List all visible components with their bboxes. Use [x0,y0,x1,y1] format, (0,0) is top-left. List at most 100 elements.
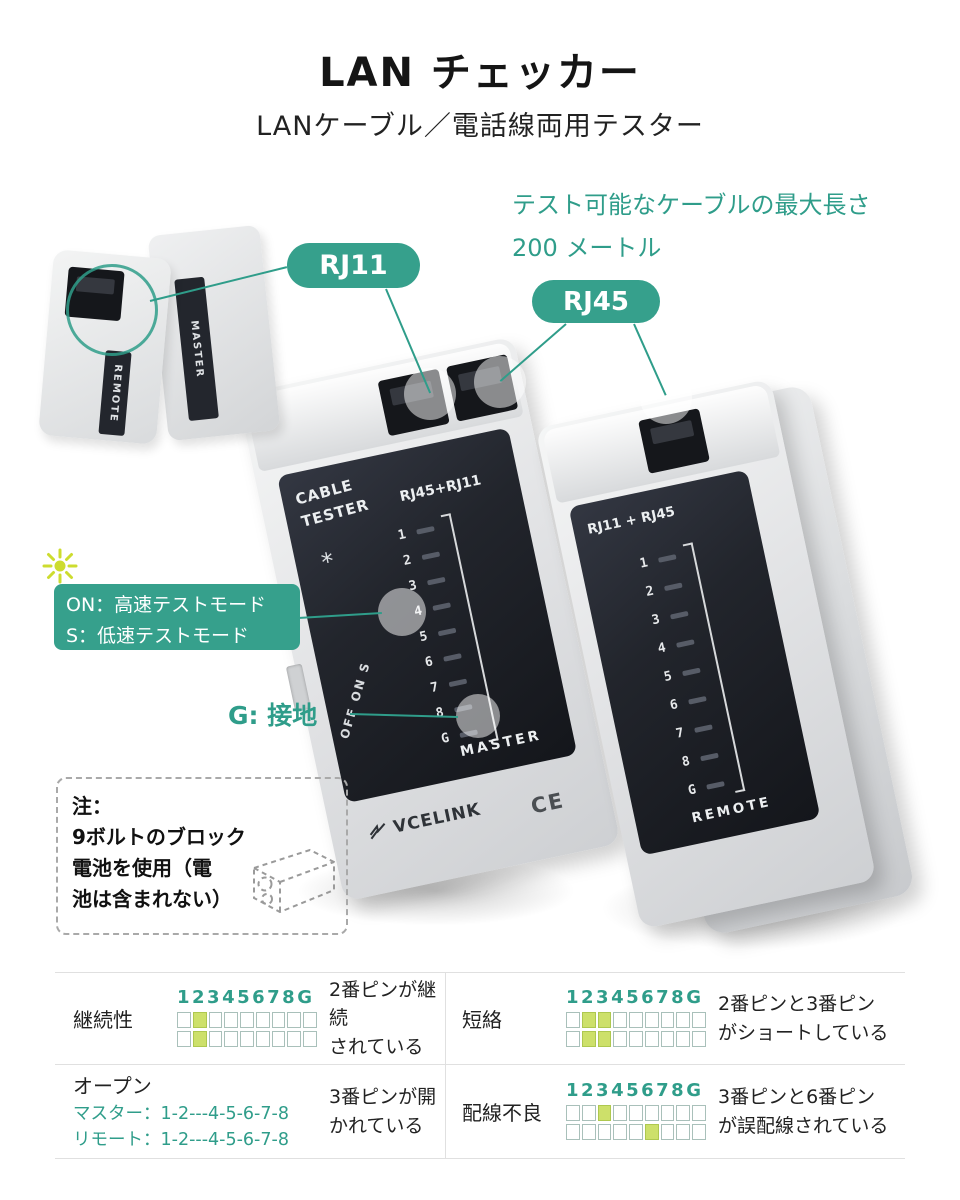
led-box-off [613,1105,628,1121]
pin-number: 6 [668,697,680,714]
panel-star-icon: * [319,546,337,577]
short-desc: 2番ピンと3番ピン がショートしている [718,990,888,1047]
led-box-off [271,1031,286,1047]
led-box-off [676,1012,691,1028]
rj11-badge: RJ11 [287,243,420,288]
continuity-desc: 2番ピンが継続 されている [329,976,445,1062]
led-box-off [692,1031,707,1047]
open-desc-line2: かれている [329,1114,424,1137]
port-closeup-inset: MASTER REMOTE [38,224,281,446]
pin-number: 1 [396,526,408,543]
master-unit: CABLE TESTER * RJ45+RJ11 12345678G OFF O… [237,336,621,902]
led-box-off [613,1012,628,1028]
battery-note: 注： 9ボルトのブロック 電池を使用（電 池は含まれない） [56,777,348,935]
led-box-off [692,1105,707,1121]
led-box-off [566,1124,580,1140]
led-box-off [581,1124,596,1140]
inset-remote-strip: REMOTE [98,350,132,437]
pin-number: 5 [662,668,674,686]
pin-header: 12345678G [566,1080,704,1101]
led-box-on [597,1012,612,1028]
rj11-port-spot [404,368,456,420]
led-box-off [240,1031,254,1047]
short-label: 短絡 [462,1008,502,1032]
led-box-off [644,1105,659,1121]
led-box-off [177,1031,191,1047]
led-box-off [629,1124,643,1140]
led-row [566,1105,707,1121]
rj45-badge: RJ45 [532,280,660,323]
led-box-off [224,1031,239,1047]
continuity-label: 継続性 [73,1008,133,1032]
pin-led-slot [432,601,451,611]
continuity-desc-line1: 2番ピンが継続 [329,978,437,1030]
battery-sketch-icon [232,832,344,937]
open-desc-line1: 3番ピンが開 [329,1086,437,1108]
open-master-line: マスター：1-2---4-5-6-7-8 [73,1104,289,1125]
table-cell-miswire: 配線不良 12345678G 3番ピンと6番ピン が誤配線されている [445,1065,905,1158]
short-led-rows [566,1012,707,1047]
mode-badge: ON：高速テストモード S：低速テストモード [54,584,300,650]
pin-number: 8 [434,704,446,721]
pin-number: 5 [418,628,429,645]
led-box-off [676,1105,691,1121]
max-length-line1: テスト可能なケーブルの最大長さ [512,191,871,219]
led-row [566,1031,707,1047]
miswire-led-rows [566,1105,707,1140]
table-cell-open: オープン マスター：1-2---4-5-6-7-8 リモート：1-2---4-5… [55,1065,445,1158]
led-box-off [566,1031,580,1047]
led-box-off [271,1012,286,1028]
led-box-off [660,1105,675,1121]
inset-device-back: MASTER [147,224,281,442]
led-box-on [644,1124,659,1140]
pin-number: 6 [423,653,435,671]
sun-icon [42,548,78,588]
led-box-off [629,1105,643,1121]
led-box-off [692,1124,707,1140]
pin-led-slot [676,639,695,648]
led-box-off [644,1012,659,1028]
led-box-off [224,1012,239,1028]
mode-switch-spot [378,588,426,636]
continuity-desc-line2: されている [329,1035,424,1058]
led-box-on [581,1012,596,1028]
pin-header: 12345678G [177,987,315,1008]
short-desc-line2: がショートしている [718,1021,889,1044]
led-box-off [676,1031,691,1047]
led-row [177,1031,318,1047]
led-box-off [303,1012,318,1028]
led-box-off [255,1012,270,1028]
led-box-off [566,1105,580,1121]
led-box-off [303,1031,318,1047]
master-port-label: RJ45+RJ11 [398,472,483,506]
result-table: 継続性 12345678G 2番ピンが継続 されている 短絡 12345678G… [55,972,905,1159]
max-length-line2: 200 メートル [512,234,662,263]
pin-led-slot [426,576,446,585]
remote-port-label: RJ11 + RJ45 [585,503,677,538]
led-box-off [613,1031,628,1047]
pin-number: 2 [401,552,413,569]
led-box-off [287,1012,302,1028]
pin-led-slot [443,652,462,662]
led-box-off [255,1031,270,1047]
max-length-annotation: テスト可能なケーブルの最大長さ 200 メートル [512,184,871,270]
continuity-led-rows [177,1012,318,1047]
led-box-off [676,1124,691,1140]
note-title: 注： [72,794,112,818]
led-box-off [692,1012,707,1028]
pin-number: 1 [638,555,650,572]
led-box-off [177,1012,191,1028]
led-box-off [660,1031,675,1047]
miswire-label: 配線不良 [462,1101,542,1125]
pin-led-slot [694,724,713,733]
inset-remote-label: REMOTE [106,363,124,423]
led-box-on [192,1031,207,1047]
mode-line1: ON：高速テストモード [66,594,267,616]
pin-number: G [439,730,451,747]
master-name: CABLE TESTER [293,471,372,532]
pin-number: 2 [644,583,656,600]
table-cell-continuity: 継続性 12345678G 2番ピンが継続 されている [55,973,445,1065]
led-box-off [660,1012,675,1028]
open-label: オープン [73,1074,152,1099]
